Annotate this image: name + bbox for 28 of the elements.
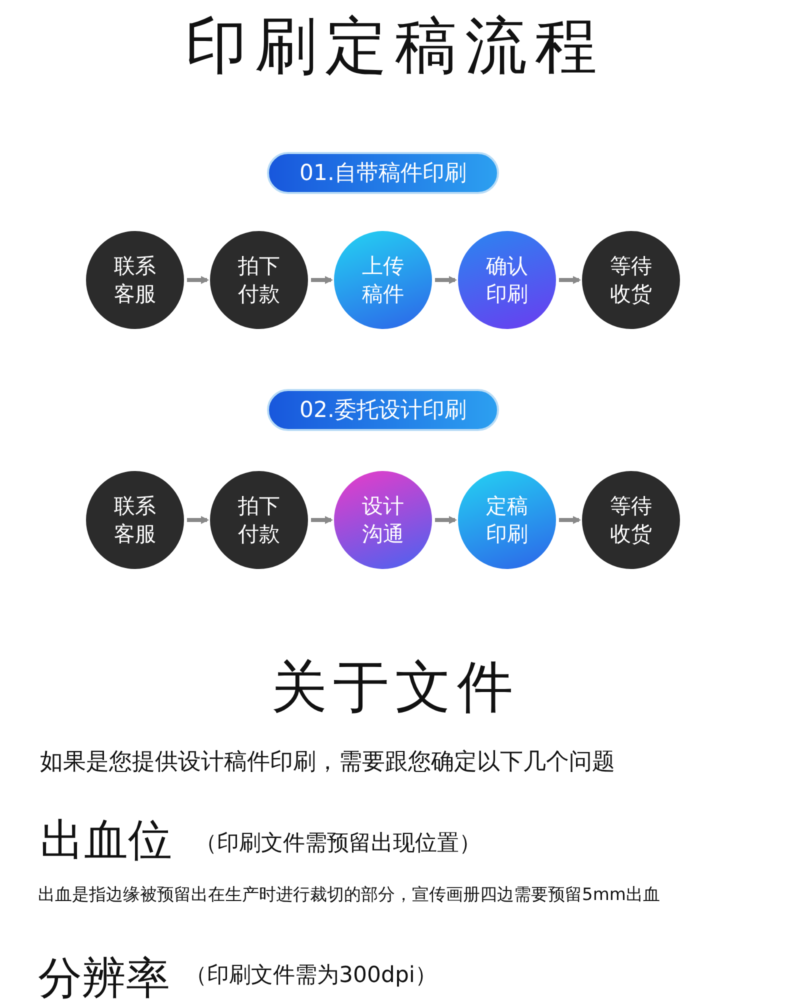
step-circle: 上传稿件 <box>334 231 432 329</box>
item-note: （印刷文件需为300dpi） <box>185 962 438 990</box>
arrow <box>559 276 581 284</box>
arrow <box>311 276 333 284</box>
step-circle: 联系客服 <box>86 471 184 569</box>
item-heading: 出血位 <box>40 814 172 868</box>
step-circle: 等待收货 <box>582 471 680 569</box>
step-heading: 02.委托设计印刷 <box>267 389 499 431</box>
arrow <box>435 276 457 284</box>
step-circle: 联系客服 <box>86 231 184 329</box>
arrow <box>187 516 209 524</box>
step-circle: 设计沟通 <box>334 471 432 569</box>
title: 印刷定稿流程 <box>184 8 606 84</box>
item-description: 出血是指边缘被预留出在生产时进行裁切的部分，宣传画册四边需要预留5mm出血 <box>38 884 661 906</box>
item-heading: 分辨率 <box>38 952 170 1000</box>
arrow <box>559 516 581 524</box>
section-heading: 关于文件 <box>270 654 520 722</box>
step-circle: 拍下付款 <box>210 471 308 569</box>
step-circle: 等待收货 <box>582 231 680 329</box>
intro-text: 如果是您提供设计稿件印刷，需要跟您确定以下几个问题 <box>40 748 615 777</box>
item-note: （印刷文件需预留出现位置） <box>195 830 481 858</box>
arrow <box>311 516 333 524</box>
step-circle: 拍下付款 <box>210 231 308 329</box>
arrow <box>187 276 209 284</box>
arrow <box>435 516 457 524</box>
step-heading: 01.自带稿件印刷 <box>267 152 499 194</box>
step-circle: 定稿印刷 <box>458 471 556 569</box>
step-circle: 确认印刷 <box>458 231 556 329</box>
